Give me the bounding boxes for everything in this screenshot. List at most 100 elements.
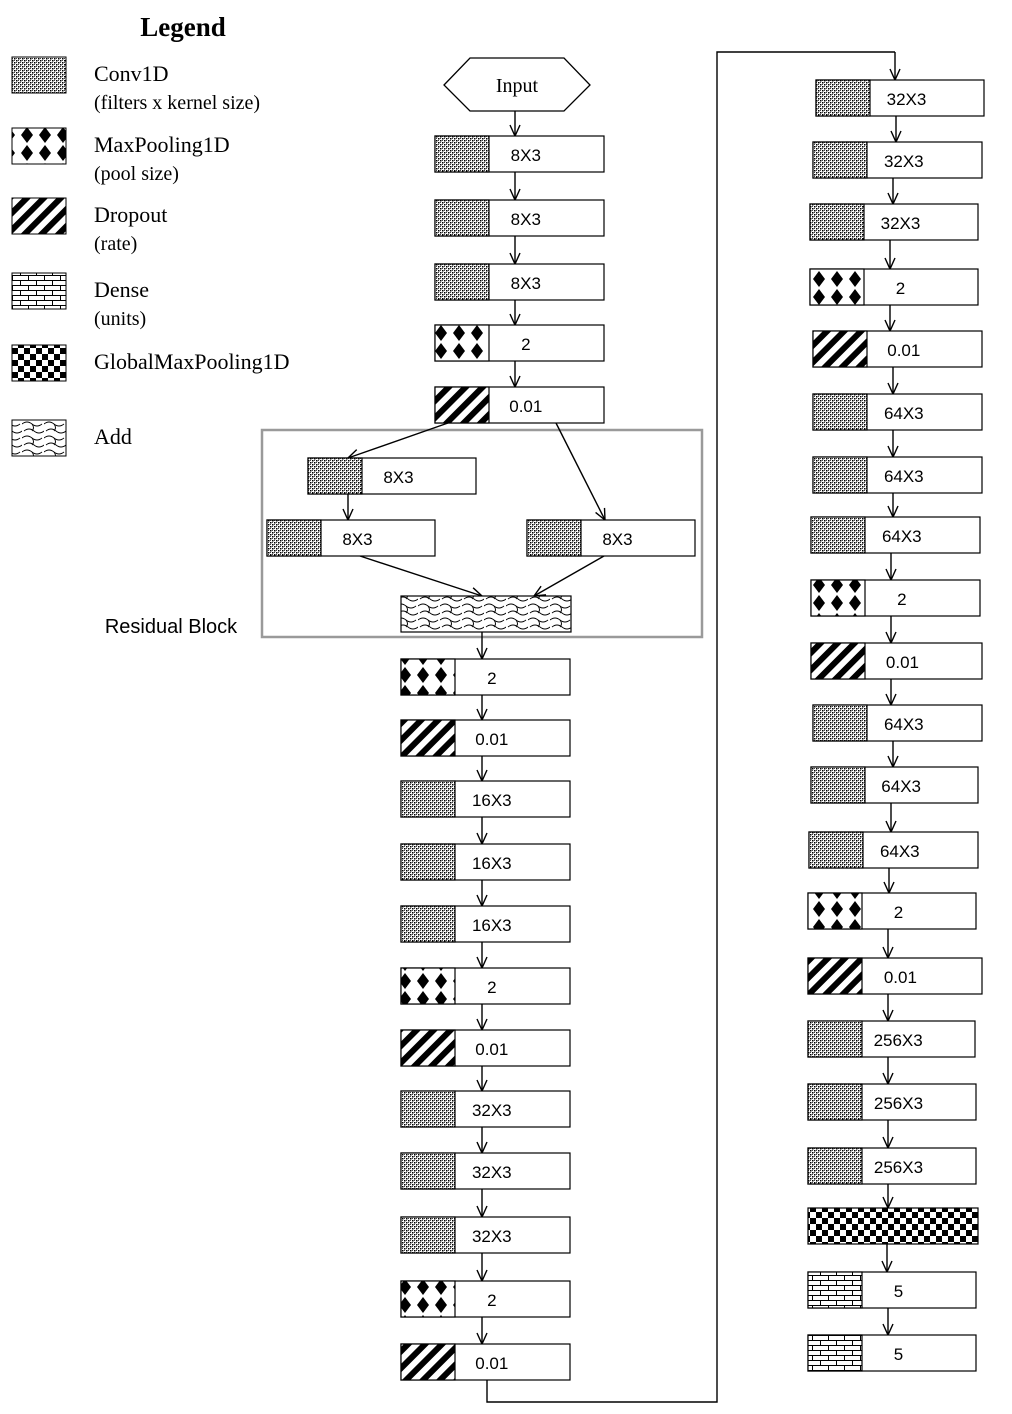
dropout-value: 0.01 bbox=[887, 341, 920, 360]
legend-conv1d-label: Conv1D bbox=[94, 61, 169, 86]
layer-conv1d: 64X3 bbox=[812, 456, 983, 494]
legend-dropout-swatch bbox=[11, 197, 67, 235]
legend-add-label: Add bbox=[94, 424, 132, 449]
dropout-value: 0.01 bbox=[475, 1354, 508, 1373]
input-hexagon bbox=[443, 57, 591, 112]
layer-maxpool: 2 bbox=[400, 1280, 571, 1318]
conv1d-value: 32X3 bbox=[884, 152, 924, 171]
layer-dropout: 0.01 bbox=[400, 1029, 571, 1067]
dense-swatch bbox=[807, 1334, 863, 1372]
conv1d-value: 8X3 bbox=[511, 146, 541, 165]
layer-conv1d: 32X3 bbox=[400, 1216, 571, 1254]
layer-conv1d: 16X3 bbox=[400, 843, 571, 881]
maxpool-swatch bbox=[807, 892, 863, 930]
legend-globalmaxpool-label: GlobalMaxPooling1D bbox=[94, 349, 290, 374]
conv1d-value: 32X3 bbox=[881, 214, 921, 233]
conv1d-swatch bbox=[400, 780, 456, 818]
maxpool-swatch bbox=[400, 967, 456, 1005]
conv1d-value: 16X3 bbox=[472, 791, 512, 810]
layer-maxpool: 2 bbox=[400, 967, 571, 1005]
residual-block-label: Residual Block bbox=[105, 616, 238, 638]
dropout-swatch bbox=[400, 1029, 456, 1067]
layer-conv1d: 32X3 bbox=[400, 1152, 571, 1190]
legend-globalmaxpool-swatch bbox=[11, 344, 67, 382]
layer-conv1d: 32X3 bbox=[809, 203, 979, 241]
maxpool-swatch bbox=[434, 324, 490, 362]
dropout-value: 0.01 bbox=[509, 397, 542, 416]
flow-arrow bbox=[532, 555, 605, 597]
dropout-value: 0.01 bbox=[884, 968, 917, 987]
layer-dropout: 0.01 bbox=[810, 642, 983, 680]
add-block bbox=[400, 595, 572, 633]
layer-conv1d: 8X3 bbox=[434, 199, 605, 237]
legend-globalmaxpool: GlobalMaxPooling1D bbox=[11, 344, 290, 382]
maxpool-value: 2 bbox=[521, 335, 530, 354]
layer-conv1d: 32X3 bbox=[812, 141, 983, 179]
conv1d-value: 256X3 bbox=[874, 1031, 923, 1050]
conv1d-value: 32X3 bbox=[472, 1163, 512, 1182]
conv1d-swatch bbox=[434, 199, 490, 237]
layer-conv1d: 64X3 bbox=[810, 766, 979, 804]
layer-dense: 5 bbox=[807, 1271, 977, 1309]
legend-dropout-sublabel: (rate) bbox=[94, 233, 137, 255]
layer-conv1d: 32X3 bbox=[400, 1090, 571, 1128]
maxpool-value: 2 bbox=[487, 1291, 496, 1310]
maxpool-swatch bbox=[400, 658, 456, 696]
layer-conv1d: 64X3 bbox=[812, 393, 983, 431]
legend-dropout-label: Dropout bbox=[94, 202, 167, 227]
conv1d-swatch bbox=[434, 263, 490, 301]
layer-conv1d: 64X3 bbox=[812, 704, 983, 742]
conv1d-value: 8X3 bbox=[602, 530, 632, 549]
legend-add: Add bbox=[11, 419, 132, 457]
conv1d-swatch bbox=[810, 516, 866, 554]
conv1d-swatch bbox=[812, 456, 868, 494]
layer-conv1d: 16X3 bbox=[400, 905, 571, 943]
conv1d-swatch bbox=[815, 79, 871, 117]
layer-maxpool: 2 bbox=[434, 324, 605, 362]
conv1d-value: 32X3 bbox=[887, 90, 927, 109]
layer-dropout: 0.01 bbox=[812, 330, 983, 368]
conv1d-swatch bbox=[307, 457, 363, 495]
conv1d-swatch bbox=[812, 704, 868, 742]
legend-dense-swatch bbox=[11, 272, 67, 310]
conv1d-swatch bbox=[400, 1216, 456, 1254]
conv1d-swatch bbox=[400, 1090, 456, 1128]
legend-dense-sublabel: (units) bbox=[94, 308, 146, 330]
conv1d-value: 8X3 bbox=[383, 468, 413, 487]
conv1d-swatch bbox=[807, 1020, 863, 1058]
layer-conv1d: 8X3 bbox=[307, 457, 477, 495]
dropout-swatch bbox=[400, 719, 456, 757]
conv1d-value: 64X3 bbox=[880, 842, 920, 861]
dense-value: 5 bbox=[894, 1345, 903, 1364]
maxpool-swatch bbox=[810, 579, 866, 617]
conv1d-value: 16X3 bbox=[472, 916, 512, 935]
layer-conv1d: 64X3 bbox=[810, 516, 981, 554]
maxpool-swatch bbox=[400, 1280, 456, 1318]
connectors bbox=[342, 51, 902, 1403]
layer-maxpool: 2 bbox=[807, 892, 977, 930]
conv1d-value: 256X3 bbox=[874, 1158, 923, 1177]
maxpool-value: 2 bbox=[487, 978, 496, 997]
legend: Legend Conv1D(filters x kernel size)MaxP… bbox=[11, 12, 290, 457]
conv1d-swatch bbox=[812, 393, 868, 431]
legend-conv1d-swatch bbox=[11, 56, 67, 94]
conv1d-swatch bbox=[808, 831, 864, 869]
conv1d-value: 32X3 bbox=[472, 1227, 512, 1246]
dropout-swatch bbox=[434, 386, 490, 424]
dropout-value: 0.01 bbox=[475, 730, 508, 749]
conv1d-value: 8X3 bbox=[511, 210, 541, 229]
dropout-swatch bbox=[810, 642, 866, 680]
conv1d-value: 64X3 bbox=[884, 715, 924, 734]
legend-maxpool-sublabel: (pool size) bbox=[94, 163, 179, 185]
maxpool-value: 2 bbox=[894, 903, 903, 922]
maxpool-value: 2 bbox=[896, 279, 905, 298]
legend-maxpool-label: MaxPooling1D bbox=[94, 132, 230, 157]
dropout-swatch bbox=[812, 330, 868, 368]
conv1d-value: 64X3 bbox=[884, 467, 924, 486]
layer-dropout: 0.01 bbox=[400, 719, 571, 757]
legend-dense-label: Dense bbox=[94, 277, 149, 302]
conv1d-value: 32X3 bbox=[472, 1101, 512, 1120]
conv1d-swatch bbox=[807, 1083, 863, 1121]
flow-arrow bbox=[555, 422, 606, 522]
